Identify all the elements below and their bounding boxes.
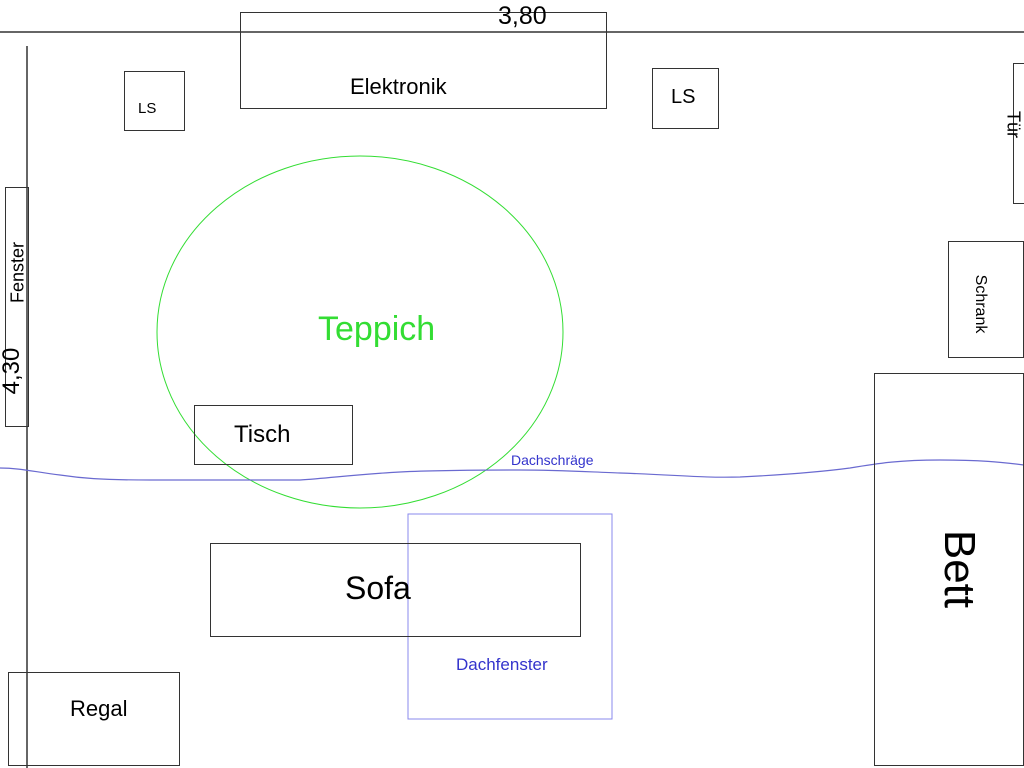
height-dimension-label: 4,30 <box>0 347 25 395</box>
rug-ellipse[interactable] <box>156 155 564 509</box>
window-label: Fenster <box>7 241 28 304</box>
shelf-label: Regal <box>70 696 128 721</box>
speaker-left-label: LS <box>138 100 157 117</box>
elektronik-label: Elektronik <box>350 74 447 99</box>
sofa-label: Sofa <box>345 570 411 606</box>
roof-slope-label: Dachschräge <box>511 452 594 468</box>
table-box[interactable] <box>194 405 353 465</box>
elektronik-box[interactable] <box>240 12 607 109</box>
speaker-right-label: LS <box>671 86 696 108</box>
width-dimension-label: 3,80 <box>498 2 547 30</box>
door-box[interactable] <box>1013 63 1024 204</box>
wardrobe-label: Schrank <box>972 274 989 334</box>
window-box[interactable] <box>5 187 29 427</box>
skylight-label: Dachfenster <box>456 655 548 674</box>
roof-slope-line <box>0 459 1024 481</box>
bed-label: Bett <box>935 529 984 609</box>
shelf-box[interactable] <box>8 672 180 766</box>
door-label: Tür <box>1003 111 1024 138</box>
speaker-right-box[interactable] <box>652 68 719 129</box>
table-label: Tisch <box>234 421 291 448</box>
sofa-box[interactable] <box>210 543 581 637</box>
speaker-left-box[interactable] <box>124 71 185 131</box>
rug-label: Teppich <box>318 310 436 348</box>
skylight-rect[interactable] <box>407 513 613 720</box>
